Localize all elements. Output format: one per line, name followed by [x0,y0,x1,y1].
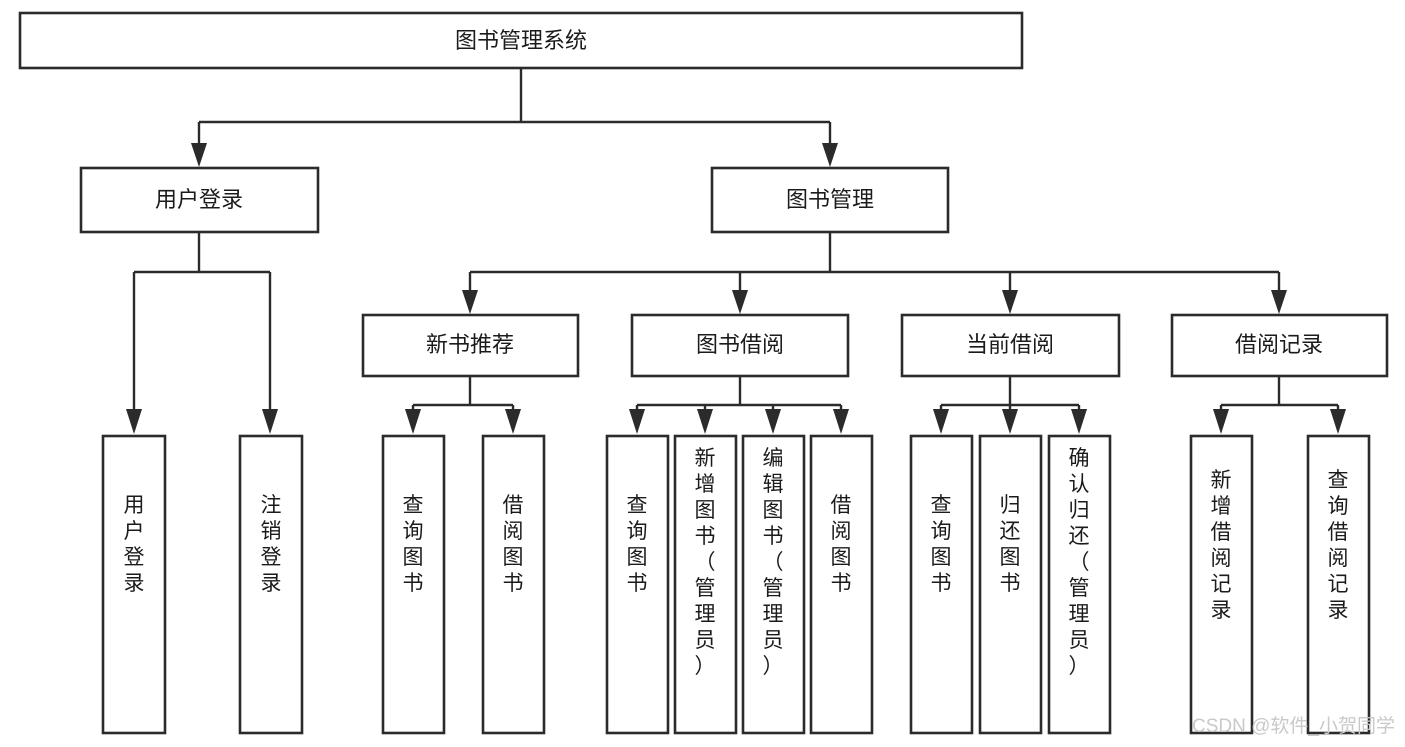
arrowhead-book-borrow [732,290,748,314]
node-borrow-record[interactable]: 借阅记录 [1170,313,1389,378]
node-leaf-user-login-label: 用户登录 [124,494,145,595]
node-leaf-confirm-return[interactable]: 确认归还（管理员） [1047,434,1112,735]
node-leaf-add-book-label: 新增图书（管理员） [695,447,716,678]
node-user-login-box[interactable] [79,166,320,234]
node-leaf-add-book[interactable]: 新增图书（管理员） [673,434,738,735]
arrowhead-leaf-return-book [1002,409,1018,434]
node-leaf-query-book-1-label: 查询图书 [403,494,424,595]
node-leaf-query-book-3-label: 查询图书 [931,494,952,595]
node-current-borrow-box[interactable] [900,313,1121,378]
node-leaf-user-login[interactable]: 用户登录 [101,434,167,735]
node-leaf-return-book-label: 归还图书 [1000,494,1021,595]
node-leaf-borrow-book-2-label: 借阅图书 [831,494,852,595]
node-leaf-edit-book-box[interactable] [741,434,806,735]
node-book-borrow[interactable]: 图书借阅 [630,313,850,378]
node-leaf-logout-login-box[interactable] [238,434,304,735]
node-leaf-add-record-label: 新增借阅记录 [1211,469,1232,622]
node-leaf-confirm-return-box[interactable] [1047,434,1112,735]
node-borrow-record-label: 借阅记录 [1235,332,1323,357]
arrowhead-borrow-record [1271,290,1287,314]
node-book-manage-box[interactable] [710,166,950,234]
node-leaf-query-record-label: 查询借阅记录 [1328,469,1349,622]
node-leaf-query-book-1[interactable]: 查询图书 [381,434,446,735]
node-leaf-edit-book-label: 编辑图书（管理员） [763,447,784,678]
arrowhead-book-manage [822,143,838,167]
node-user-login[interactable]: 用户登录 [79,166,320,234]
node-book-manage[interactable]: 图书管理 [710,166,950,234]
node-leaf-add-record-box[interactable] [1189,434,1254,735]
arrowhead-leaf-add-book [697,409,713,434]
arrowhead-user-login [191,143,207,167]
node-new-book-recommend-box[interactable] [361,313,580,378]
arrowhead-leaf-borrow-book-1 [505,409,521,434]
arrowhead-new-book-recommend [462,290,478,314]
node-leaf-query-record[interactable]: 查询借阅记录 [1306,434,1371,735]
node-leaf-add-record[interactable]: 新增借阅记录 [1189,434,1254,735]
arrowhead-leaf-edit-book [765,409,781,434]
node-leaf-user-login-box[interactable] [101,434,167,735]
node-leaf-query-book-2-box[interactable] [605,434,670,735]
arrowhead-leaf-query-book-1 [405,409,421,434]
arrowhead-leaf-borrow-book-2 [833,409,849,434]
node-leaf-borrow-book-1-label: 借阅图书 [503,494,524,595]
node-current-borrow[interactable]: 当前借阅 [900,313,1121,378]
arrowhead-leaf-confirm-return [1071,409,1087,434]
arrowhead-leaf-logout-login [262,409,278,434]
node-leaf-query-book-2-label: 查询图书 [627,494,648,595]
node-new-book-recommend-label: 新书推荐 [426,332,514,357]
node-current-borrow-label: 当前借阅 [966,332,1054,357]
node-book-manage-label: 图书管理 [786,187,874,212]
node-leaf-return-book-box[interactable] [978,434,1043,735]
arrowhead-leaf-user-login [126,409,142,434]
node-leaf-borrow-book-2[interactable]: 借阅图书 [809,434,874,735]
node-leaf-add-book-box[interactable] [673,434,738,735]
node-leaf-query-book-3-box[interactable] [909,434,974,735]
node-leaf-query-book-1-box[interactable] [381,434,446,735]
node-book-borrow-box[interactable] [630,313,850,378]
node-root-label: 图书管理系统 [455,28,587,53]
arrowhead-leaf-add-record [1213,409,1229,434]
node-leaf-confirm-return-label: 确认归还（管理员） [1069,447,1090,678]
node-leaf-query-book-2[interactable]: 查询图书 [605,434,670,735]
node-leaf-query-record-box[interactable] [1306,434,1371,735]
node-root-box[interactable] [18,11,1024,70]
arrowhead-leaf-query-book-2 [629,409,645,434]
arrowhead-leaf-query-book-3 [933,409,949,434]
node-leaf-logout-login-label: 注销登录 [261,494,282,595]
node-leaf-return-book[interactable]: 归还图书 [978,434,1043,735]
watermark-text: CSDN @软件_小贺同学 [1192,715,1395,737]
node-new-book-recommend[interactable]: 新书推荐 [361,313,580,378]
node-leaf-edit-book[interactable]: 编辑图书（管理员） [741,434,806,735]
arrowhead-leaf-query-record [1330,409,1346,434]
node-root[interactable]: 图书管理系统 [18,11,1024,70]
node-borrow-record-box[interactable] [1170,313,1389,378]
node-book-borrow-label: 图书借阅 [696,332,784,357]
connector-layer [126,68,1346,434]
node-user-login-label: 用户登录 [155,187,243,212]
arrowhead-current-borrow [1002,290,1018,314]
node-leaf-logout-login[interactable]: 注销登录 [238,434,304,735]
node-leaf-borrow-book-1-box[interactable] [481,434,546,735]
node-leaf-borrow-book-2-box[interactable] [809,434,874,735]
node-leaf-borrow-book-1[interactable]: 借阅图书 [481,434,546,735]
node-leaf-query-book-3[interactable]: 查询图书 [909,434,974,735]
